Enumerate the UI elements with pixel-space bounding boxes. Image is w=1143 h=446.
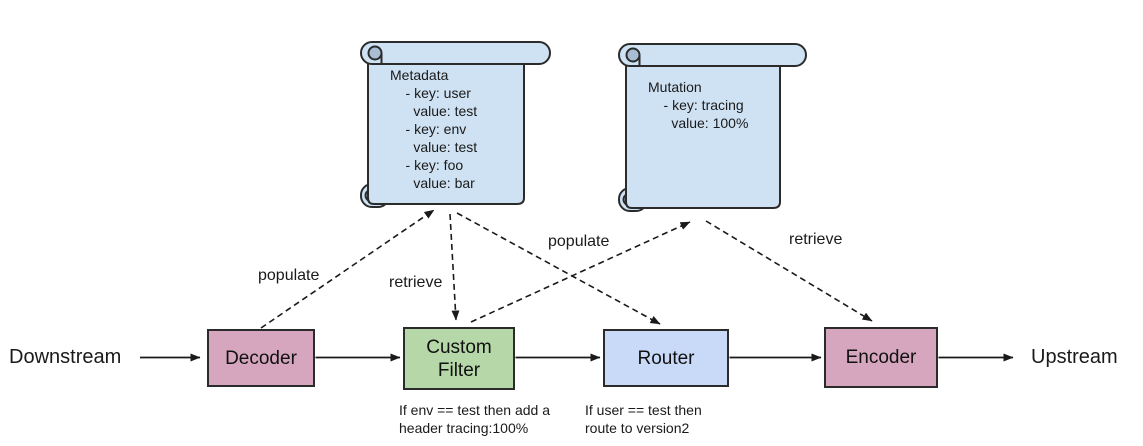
metadata-scroll-text: Metadata - key: user value: test - key: … [390,67,478,191]
upstream-label: Upstream [1031,346,1118,368]
populate-label-filter: populate [548,233,610,250]
dashed-metadata-to-router [456,212,661,325]
mutation-scroll-text: Mutation - key: tracing value: 100% [648,79,749,131]
mutation-scroll: Mutation - key: tracing value: 100% [618,42,808,216]
downstream-label: Downstream [9,346,122,368]
encoder-node: Encoder [824,327,938,388]
scroll-top-roll [360,41,551,65]
decoder-node-label: Decoder [225,347,297,369]
scroll-body [367,53,525,205]
scroll-top-roll [618,43,807,67]
populate-label-decoder: populate [258,267,320,284]
scroll-top-curl [625,47,641,63]
metadata-scroll: Metadata - key: user value: test - key: … [360,40,552,212]
retrieve-label-filter: retrieve [389,274,443,291]
dashed-metadata-retrieve-filter [449,213,460,321]
retrieve-label-encoder: retrieve [789,231,843,248]
dashed-mutation-retrieve-encoder [705,220,873,322]
decoder-node: Decoder [207,329,315,387]
custom-filter-node: Custom Filter [403,327,515,390]
router-node: Router [603,329,729,387]
encoder-node-label: Encoder [845,347,917,368]
dashed-filter-populate-mutation [470,221,691,323]
dashed-decoder-populate-metadata [260,209,435,329]
scroll-top-curl [367,45,383,61]
custom-filter-node-label: Custom Filter [426,336,492,381]
custom-filter-caption: If env == test then add a header tracing… [399,402,550,436]
router-caption: If user == test then route to version2 [585,402,702,436]
scroll-body [625,55,781,209]
router-node-label: Router [637,347,695,369]
